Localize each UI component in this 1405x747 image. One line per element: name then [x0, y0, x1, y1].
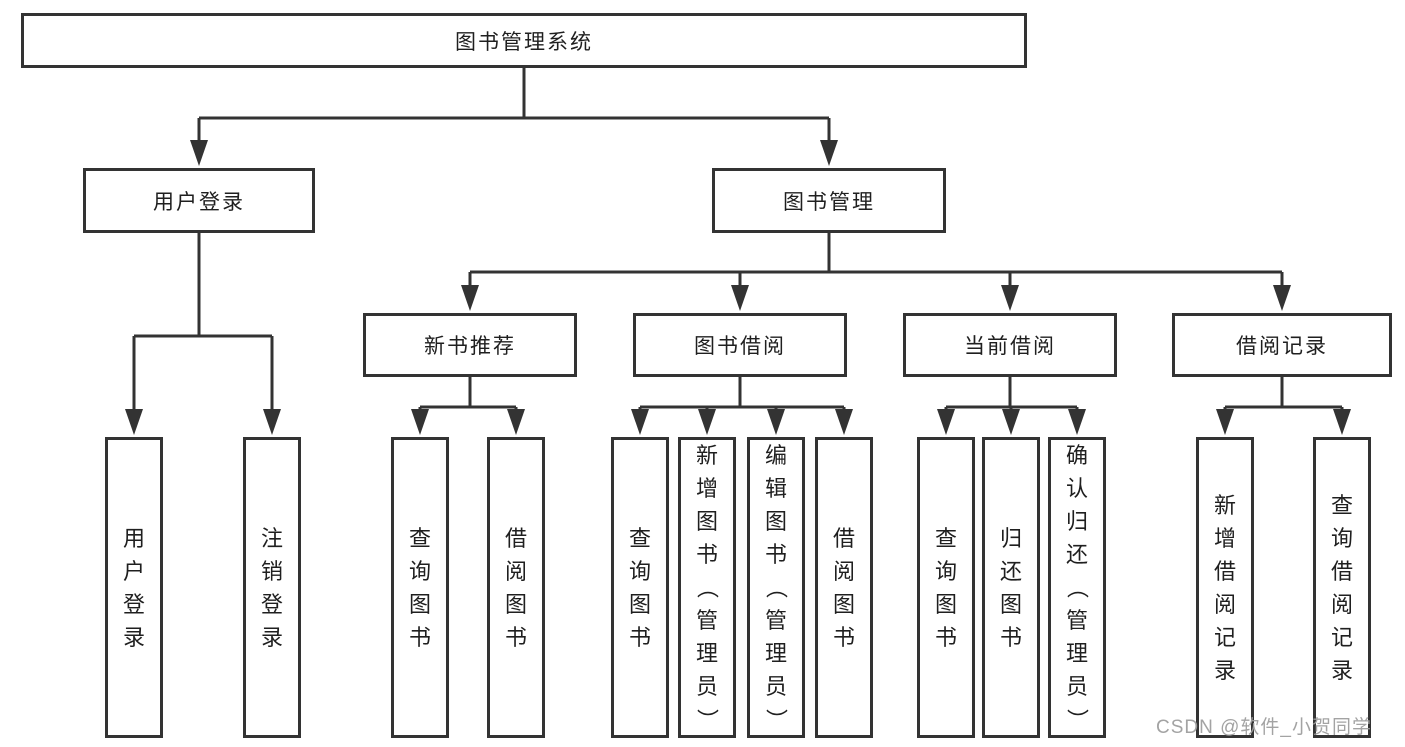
node-new-book-rec-label: 新书推荐: [424, 335, 516, 358]
leaf-record-query-record: 查询借阅记录: [1313, 437, 1371, 738]
node-book-borrow-label: 图书借阅: [694, 335, 786, 358]
node-current-borrow-label: 当前借阅: [964, 335, 1056, 358]
arrowheads-level2: [190, 140, 838, 166]
leaf-current-return-book: 归还图书: [982, 437, 1040, 738]
leaf-current-query-book: 查询图书: [917, 437, 975, 738]
leaf-borrow-add-book: 新增图书（管理员）: [678, 437, 736, 738]
leaf-borrow-edit-book-label: 编辑图书（管理员）: [763, 443, 789, 731]
node-borrow-record-label: 借阅记录: [1236, 335, 1328, 358]
node-root: 图书管理系统: [21, 13, 1027, 68]
leaf-current-confirm-return-label: 确认归还（管理员）: [1064, 443, 1090, 731]
node-borrow-record: 借阅记录: [1172, 313, 1392, 377]
connector-current-borrow-children: [944, 377, 1079, 410]
node-book-borrow: 图书借阅: [633, 313, 847, 377]
leaf-logout: 注销登录: [243, 437, 301, 738]
arrowheads-book-borrow-children: [631, 409, 853, 435]
leaf-borrow-borrow-book-label: 借阅图书: [832, 525, 855, 650]
node-book-mgmt: 图书管理: [712, 168, 946, 233]
leaf-rec-query-book-label: 查询图书: [408, 525, 431, 650]
arrowheads-level3: [461, 285, 1291, 311]
leaf-record-add-record: 新增借阅记录: [1196, 437, 1254, 738]
leaf-record-add-record-label: 新增借阅记录: [1213, 492, 1236, 683]
watermark: CSDN @软件_小贺同学: [1156, 717, 1372, 738]
leaf-current-return-book-label: 归还图书: [999, 525, 1022, 650]
connector-user-login-children: [132, 233, 274, 411]
leaf-current-confirm-return: 确认归还（管理员）: [1048, 437, 1106, 738]
leaf-rec-borrow-book-label: 借阅图书: [504, 525, 527, 650]
connector-book-mgmt-to-level3: [468, 233, 1284, 287]
arrowheads-new-book-rec-children: [411, 409, 525, 435]
connector-book-borrow-children: [638, 377, 846, 410]
node-root-label: 图书管理系统: [455, 30, 593, 54]
node-new-book-rec: 新书推荐: [363, 313, 577, 377]
arrowheads-user-login-children: [125, 409, 281, 435]
leaf-borrow-add-book-label: 新增图书（管理员）: [694, 443, 720, 731]
leaf-borrow-edit-book: 编辑图书（管理员）: [747, 437, 805, 738]
connector-new-book-rec-children: [418, 377, 518, 410]
node-book-mgmt-label: 图书管理: [783, 190, 875, 214]
node-user-login-label: 用户登录: [153, 190, 245, 214]
leaf-current-query-book-label: 查询图书: [934, 525, 957, 650]
node-current-borrow: 当前借阅: [903, 313, 1117, 377]
leaf-user-login-label: 用户登录: [122, 525, 145, 650]
connector-root-to-level2: [197, 68, 831, 142]
leaf-borrow-query-book: 查询图书: [611, 437, 669, 738]
arrowheads-current-borrow-children: [937, 409, 1086, 435]
node-user-login: 用户登录: [83, 168, 315, 233]
arrowheads-borrow-record-children: [1216, 409, 1351, 435]
leaf-record-query-record-label: 查询借阅记录: [1330, 492, 1353, 683]
leaf-user-login: 用户登录: [105, 437, 163, 738]
leaf-rec-query-book: 查询图书: [391, 437, 449, 738]
leaf-borrow-borrow-book: 借阅图书: [815, 437, 873, 738]
leaf-logout-label: 注销登录: [260, 525, 283, 650]
leaf-rec-borrow-book: 借阅图书: [487, 437, 545, 738]
connector-borrow-record-children: [1223, 377, 1344, 410]
leaf-borrow-query-book-label: 查询图书: [628, 525, 651, 650]
